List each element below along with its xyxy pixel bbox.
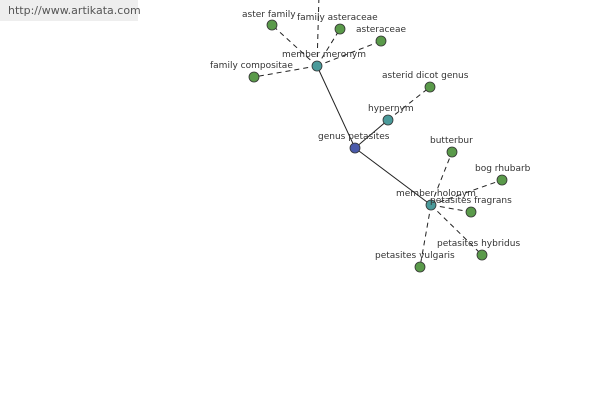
node-member-holonym[interactable] [425,199,437,211]
edge-member-holonym-to-petasites-fragrans [430,204,472,213]
node-asteraceae[interactable] [375,35,387,47]
edge-member-meronym-to-family-asteraceae [316,28,341,67]
edge-member-holonym-to-bog-rhubarb [430,179,503,206]
edge-member-holonym-to-butterbur [430,151,453,206]
node-petasites-vulgaris[interactable] [414,261,426,273]
node-genus-petasites[interactable] [349,142,361,154]
node-label-petasites-vulgaris: petasites vulgaris [375,251,455,261]
watermark-url: http://www.artikata.com [0,0,141,21]
edge-member-meronym-to-asteraceae [316,40,382,67]
node-butterbur[interactable] [446,146,458,158]
edge-member-meronym-to-offscreen-top [316,0,320,67]
node-label-family-asteraceae: family asteraceae [297,13,378,23]
node-label-family-compositae: family compositae [210,61,293,71]
node-petasites-hybridus[interactable] [476,249,488,261]
node-family-asteraceae[interactable] [334,23,346,35]
node-hypernym[interactable] [382,114,394,126]
node-family-compositae[interactable] [248,71,260,83]
node-label-bog-rhubarb: bog rhubarb [475,164,531,174]
edge-genus-petasites-to-member-meronym [316,65,356,149]
edge-genus-petasites-to-hypernym [354,119,389,149]
edge-member-meronym-to-aster-family [271,24,318,67]
node-label-member-holonym: member holonym [396,189,476,199]
edge-genus-petasites-to-member-holonym [354,147,432,206]
edge-member-meronym-to-family-compositae [253,65,318,78]
edge-member-holonym-to-petasites-vulgaris [419,204,432,268]
node-label-hypernym: hypernym [368,104,414,114]
node-label-member-meronym: member meronym [282,50,366,60]
edges-layer [253,0,503,268]
node-label-asteraceae: asteraceae [356,25,406,35]
node-label-aster-family: aster family [242,10,296,20]
node-member-meronym[interactable] [311,60,323,72]
node-label-petasites-hybridus: petasites hybridus [437,239,520,249]
node-label-butterbur: butterbur [430,136,473,146]
node-petasites-fragrans[interactable] [465,206,477,218]
node-label-petasites-fragrans: petasites fragrans [430,196,512,206]
node-bog-rhubarb[interactable] [496,174,508,186]
node-label-asterid-dicot-genus: asterid dicot genus [382,71,469,81]
node-label-genus-petasites: genus petasites [318,132,390,142]
node-asterid-dicot-genus[interactable] [424,81,436,93]
labels-layer: genus petasites member meronym hypernym mem… [210,10,531,261]
edge-member-holonym-to-petasites-hybridus [430,204,483,256]
node-aster-family[interactable] [266,19,278,31]
nodes-layer [248,19,508,273]
